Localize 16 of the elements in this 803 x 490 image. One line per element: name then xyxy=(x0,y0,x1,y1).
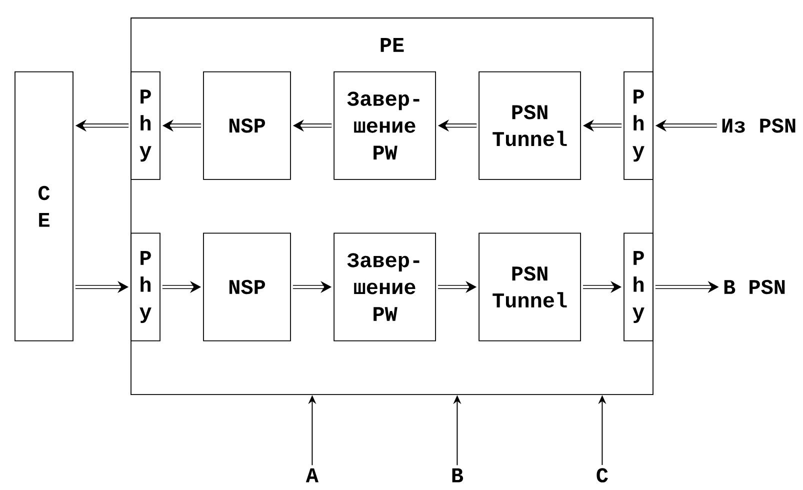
tunnel-box: PSN Tunnel xyxy=(478,232,581,342)
reference-letter: B xyxy=(452,468,464,482)
reference-letter: A xyxy=(306,468,319,482)
nsp-box: NSP xyxy=(203,232,291,342)
reference-letter: C xyxy=(596,468,608,482)
tunnel-box: PSN Tunnel xyxy=(478,71,581,180)
network-label: В PSN xyxy=(724,280,785,294)
ce-box: C E xyxy=(14,71,74,342)
nsp-box: NSP xyxy=(203,71,291,180)
pw-termination-box: Завер- шение PW xyxy=(334,232,436,342)
phy-box: P h y xyxy=(624,71,654,180)
phy-box: P h y xyxy=(624,232,654,342)
phy-box: P h y xyxy=(130,71,160,180)
phy-box: P h y xyxy=(130,232,160,342)
network-label: Из PSN xyxy=(722,118,796,133)
pw-termination-box: Завер- шение PW xyxy=(334,71,436,180)
